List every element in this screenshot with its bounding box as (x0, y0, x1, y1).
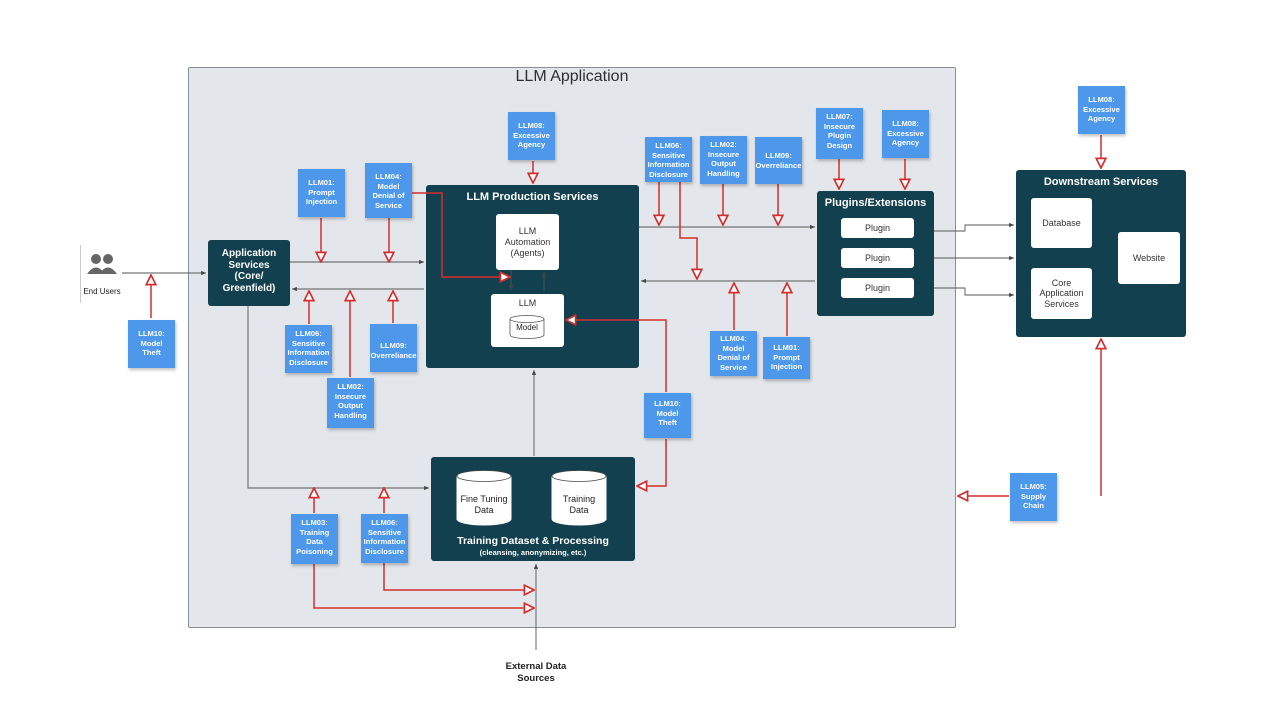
note-llm03-training-data-poisoning: LLM03: Training Data Poisoning (291, 514, 338, 564)
note-llm02-insecure-output-left: LLM09: Overreliance (370, 324, 417, 372)
fine-tuning-cylinder (456, 470, 512, 526)
note-llm09-overreliance-top: LLM09: Overreliance (755, 137, 802, 184)
training-subtitle: (cleansing, anonymizing, etc.) (479, 548, 587, 557)
users-icon (87, 254, 117, 274)
model-cylinder (509, 315, 545, 339)
note-llm02-insecure-output-top: LLM02: Insecure Output Handling (700, 136, 747, 184)
plugin-3-label: Plugin (864, 283, 891, 293)
plugin-3: Plugin (841, 278, 914, 298)
note-llm08-excessive-agency-top: LLM08: Excessive Agency (508, 112, 555, 160)
fine-tuning-label: Fine Tuning Data (460, 494, 508, 515)
note-llm01-prompt-injection-left: LLM01: Prompt Injection (298, 169, 345, 217)
llm-label: LLM (518, 298, 537, 308)
plugin-2: Plugin (841, 248, 914, 268)
external-data-sources: External Data Sources (505, 661, 567, 684)
downstream-title: Downstream Services (1043, 176, 1159, 188)
llm-production-services: LLM Production Services LLM Automation (… (426, 185, 639, 368)
note-llm08-excessive-agency-downstream: LLM08: Excessive Agency (1078, 86, 1125, 134)
note-llm09-overreliance-left: LLM02: Insecure Output Handling (327, 378, 374, 428)
downstream-services: Downstream Services Database Core Applic… (1016, 170, 1186, 337)
plugin-1: Plugin (841, 218, 914, 238)
llm-automation-box: LLM Automation (Agents) (496, 214, 559, 270)
database-box: Database (1031, 198, 1092, 248)
application-services-label: Application Services (Core/ Greenfield) (221, 248, 277, 294)
llm-automation-label: LLM Automation (Agents) (504, 225, 551, 258)
llm-production-services-title: LLM Production Services (466, 191, 599, 203)
note-llm06-sensitive-info-left: LLM06: Sensitive Information Disclosure (285, 325, 332, 373)
note-llm06-sensitive-info-bottom: LLM06: Sensitive Information Disclosure (361, 514, 408, 563)
note-llm07-insecure-plugin: LLM07: Insecure Plugin Design (816, 108, 863, 159)
note-llm10-model-theft-left: LLM10: Model Theft (128, 320, 175, 368)
core-application-services-label: Core Application Services (1039, 277, 1084, 309)
website-box: Website (1118, 232, 1180, 284)
note-llm05-supply-chain: LLM05: Supply Chain (1010, 473, 1057, 521)
end-users-label: End Users (83, 287, 121, 296)
database-label: Database (1042, 218, 1081, 228)
plugins-extensions: Plugins/Extensions Plugin Plugin Plugin (817, 191, 934, 316)
plugin-1-label: Plugin (864, 223, 891, 233)
plugins-title: Plugins/Extensions (824, 197, 927, 209)
note-llm08-excessive-agency-plugins: LLM08: Excessive Agency (882, 110, 929, 158)
training-data-cylinder (551, 470, 607, 526)
end-users: End Users (80, 245, 122, 303)
application-services: Application Services (Core/ Greenfield) (208, 240, 290, 306)
note-llm06-sensitive-info-top: LLM06: Sensitive Information Disclosure (645, 137, 692, 182)
plugin-2-label: Plugin (864, 253, 891, 263)
core-application-services-box: Core Application Services (1031, 268, 1092, 319)
website-label: Website (1132, 253, 1166, 263)
training-data-label: Training Data (562, 494, 596, 515)
training-title: Training Dataset & Processing (457, 535, 609, 547)
training-dataset-processing: Fine Tuning Data Training Data Training … (431, 457, 635, 561)
diagram-title: LLM Application (515, 68, 629, 85)
note-llm01-prompt-injection-right: LLM01: Prompt Injection (763, 337, 810, 379)
note-llm10-model-theft-right: LLM10: Model Theft (644, 393, 691, 438)
note-llm04-model-dos-left: LLM04: Model Denial of Service (365, 163, 412, 218)
note-llm04-model-dos-right: LLM04: Model Denial of Service (710, 331, 757, 376)
model-label: Model (516, 323, 538, 332)
